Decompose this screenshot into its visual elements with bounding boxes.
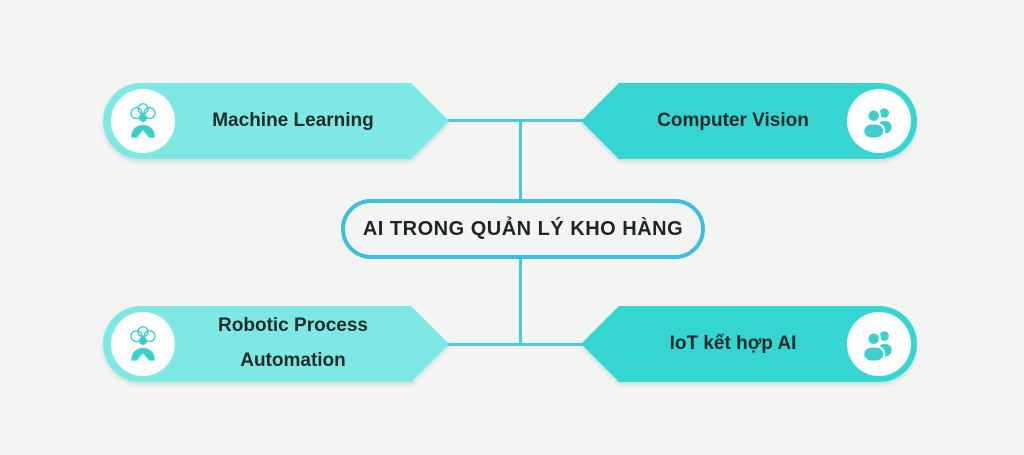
icon-circle (111, 312, 175, 376)
users-icon (862, 106, 894, 140)
node-label: Computer Vision (657, 109, 809, 131)
connector-horizontal-bottom (447, 343, 587, 346)
node-label: Machine Learning (212, 109, 374, 131)
node-arrow-tip (411, 83, 449, 159)
node-label: IoT kết hợp AI (669, 332, 797, 354)
icon-circle (111, 89, 175, 153)
icon-circle (847, 89, 911, 153)
node-arrow-tip (411, 306, 449, 382)
node-arrow-tip (581, 83, 619, 159)
node-computer-vision: Computer Vision (581, 83, 917, 159)
connector-horizontal-top (447, 119, 587, 122)
center-node: AI TRONG QUẢN LÝ KHO HÀNG (341, 199, 705, 259)
node-label: Robotic Process Automation (218, 315, 368, 371)
node-machine-learning: Machine Learning (103, 83, 449, 159)
brain-person-icon (130, 103, 156, 138)
icon-circle (847, 312, 911, 376)
node-iot-ket-hop-ai: IoT kết hợp AI (581, 306, 917, 382)
users-icon (862, 329, 894, 363)
node-robotic-process-automation: Robotic Process Automation (103, 306, 449, 382)
brain-person-icon (130, 326, 156, 361)
node-arrow-tip (581, 306, 619, 382)
center-label: AI TRONG QUẢN LÝ KHO HÀNG (362, 217, 684, 240)
